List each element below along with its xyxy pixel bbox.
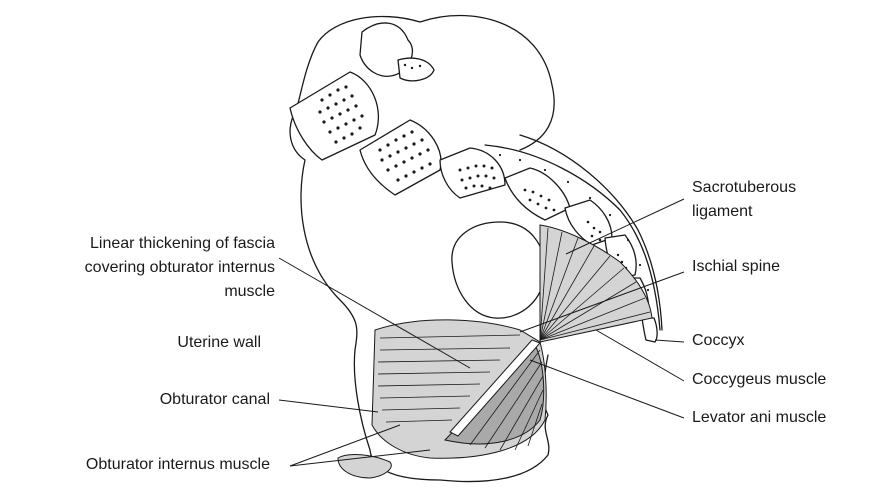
ischial-spine-label: Ischial spine: [692, 255, 780, 279]
levator-ani-muscle-label: Levator ani muscle: [692, 406, 826, 430]
linear-thickening-line3: muscle: [85, 280, 275, 304]
obturator-foramen: [338, 455, 391, 478]
sacrotuberous-ligament-line2: ligament: [692, 200, 796, 224]
greater-sciatic-notch: [452, 222, 545, 318]
sacrotuberous-ligament-label: Sacrotuberous ligament: [692, 176, 796, 224]
linear-thickening-line2: covering obturator internus: [85, 256, 275, 280]
sacrotuberous-ligament-line1: Sacrotuberous: [692, 176, 796, 200]
coccygeus-muscle-label: Coccygeus muscle: [692, 368, 826, 392]
obturator-canal-label: Obturator canal: [160, 388, 270, 412]
linear-thickening-label: Linear thickening of fascia covering obt…: [85, 232, 275, 304]
uterine-wall-label: Uterine wall: [177, 331, 261, 355]
linear-thickening-line1: Linear thickening of fascia: [85, 232, 275, 256]
obturator-internus-muscle-label: Obturator internus muscle: [86, 453, 270, 477]
coccyx-label: Coccyx: [692, 329, 744, 353]
